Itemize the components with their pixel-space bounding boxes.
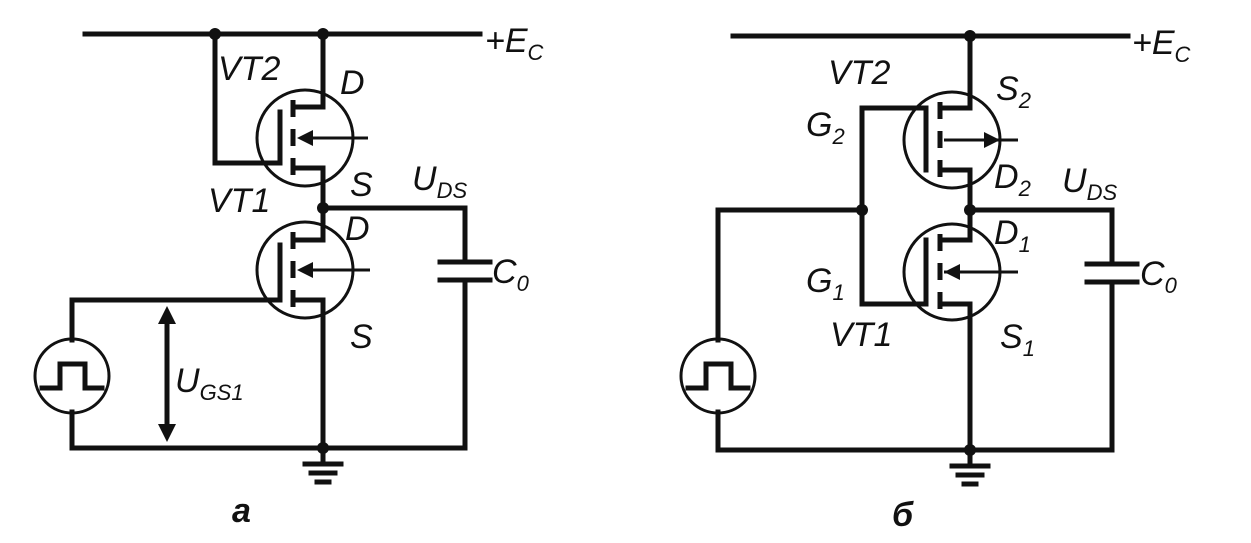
pulse-source-b xyxy=(679,337,757,415)
vt1-label-b: VT1 xyxy=(830,316,892,354)
voltage-arrow-ugs xyxy=(158,306,176,442)
pulse-icon xyxy=(39,361,105,391)
panel-b: VT2 G2 S2 D2 D1 G1 VT1 S1 UDS C0 +EC б xyxy=(679,24,1191,534)
transistor-vt2-a xyxy=(255,88,368,188)
supply-label-a: +EC xyxy=(485,22,544,65)
vt2-label: VT2 xyxy=(218,50,280,88)
g2-label: G2 xyxy=(806,106,845,149)
arrow-icon xyxy=(297,130,313,146)
vt2-drain-label: D xyxy=(340,64,365,102)
vt1-label: VT1 xyxy=(208,182,270,220)
supply-label-b: +EC xyxy=(1132,24,1191,67)
source-body xyxy=(679,337,757,415)
caption-a: а xyxy=(232,492,251,530)
g1-label: G1 xyxy=(806,262,845,305)
arrow-icon xyxy=(944,264,960,280)
d2-label: D2 xyxy=(994,158,1031,201)
ugs-label: UGS1 xyxy=(175,362,244,405)
pulse-icon xyxy=(685,361,751,391)
transistor-vt1-a xyxy=(255,220,370,320)
vt2-label-b: VT2 xyxy=(828,54,890,92)
caption-b: б xyxy=(892,496,914,534)
s1-label: S1 xyxy=(1000,318,1035,361)
d1-label: D1 xyxy=(994,214,1031,257)
c0-label-a: C0 xyxy=(492,253,530,296)
uds-label-a: UDS xyxy=(412,160,467,203)
uds-label-b: UDS xyxy=(1062,162,1117,205)
source-body xyxy=(33,337,111,415)
ground-icon xyxy=(949,447,991,487)
transistor-vt1-b xyxy=(902,222,1018,322)
arrow-icon xyxy=(297,262,313,278)
c0-label-b: C0 xyxy=(1140,255,1178,298)
s2-label: S2 xyxy=(996,70,1031,113)
ground-icon xyxy=(302,445,344,485)
panel-a: VT2 D S VT1 D S UDS C0 UGS1 +EC а xyxy=(33,22,544,530)
arrow-icon xyxy=(984,132,1000,148)
vt1-drain-label: D xyxy=(345,210,370,248)
transistor-vt2-b xyxy=(902,90,1018,190)
pulse-source-a xyxy=(33,337,111,415)
vt1-source-label: S xyxy=(350,318,373,356)
vt2-source-label: S xyxy=(350,166,373,204)
